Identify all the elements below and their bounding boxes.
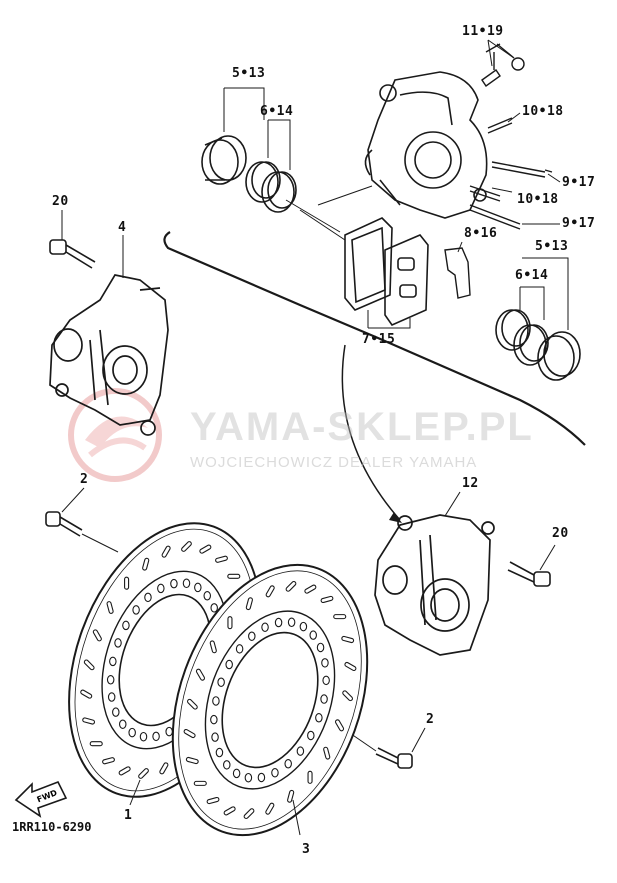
watermark-title: YAMA-SKLEP.PL xyxy=(190,405,534,449)
callout-2-left: 2 xyxy=(80,472,89,487)
callout-11-19: 11•19 xyxy=(462,24,504,39)
diagram-code: 1RR110-6290 xyxy=(12,820,92,834)
callout-2-right: 2 xyxy=(426,712,435,727)
callout-6-14-right: 6•14 xyxy=(515,268,549,283)
caliper-body-exploded xyxy=(364,71,488,219)
piston-seals-right xyxy=(495,309,581,381)
leader-lines xyxy=(61,39,569,836)
callout-5-13-right: 5•13 xyxy=(535,239,569,254)
brake-disc-right xyxy=(171,563,369,837)
bolt-icon xyxy=(375,747,413,769)
callout-20-right: 20 xyxy=(552,526,569,541)
callout-9-17-b: 9•17 xyxy=(562,216,596,231)
callout-6-14-top: 6•14 xyxy=(260,104,294,119)
callout-9-17-a: 9•17 xyxy=(562,175,596,190)
group-bracket xyxy=(163,231,586,446)
bolt-icon xyxy=(507,561,551,587)
callout-4: 4 xyxy=(118,220,127,235)
bolt-icon xyxy=(49,239,96,269)
pins-icon xyxy=(469,117,553,230)
bleed-screw-icon xyxy=(481,43,525,87)
callout-10-18-a: 10•18 xyxy=(522,104,564,119)
piston-seals-top xyxy=(201,135,297,213)
callout-3: 3 xyxy=(302,842,311,857)
callout-1: 1 xyxy=(124,808,133,823)
callout-12: 12 xyxy=(462,476,479,491)
caliper-right xyxy=(374,514,495,656)
callout-10-18-b: 10•18 xyxy=(517,192,559,207)
callout-20-left: 20 xyxy=(52,194,69,209)
assembly-arrow xyxy=(341,344,401,521)
callout-7-15: 7•15 xyxy=(362,332,396,347)
fwd-arrow-icon: FWD xyxy=(14,780,68,818)
callout-5-13-top: 5•13 xyxy=(232,66,266,81)
brake-pads xyxy=(344,217,429,326)
callout-8-16: 8•16 xyxy=(464,226,498,241)
bolt-icon xyxy=(45,511,83,537)
caliper-left xyxy=(49,274,169,436)
pad-spring-icon xyxy=(444,247,471,299)
watermark-subtitle: WOJCIECHOWICZ DEALER YAMAHA xyxy=(190,454,478,471)
